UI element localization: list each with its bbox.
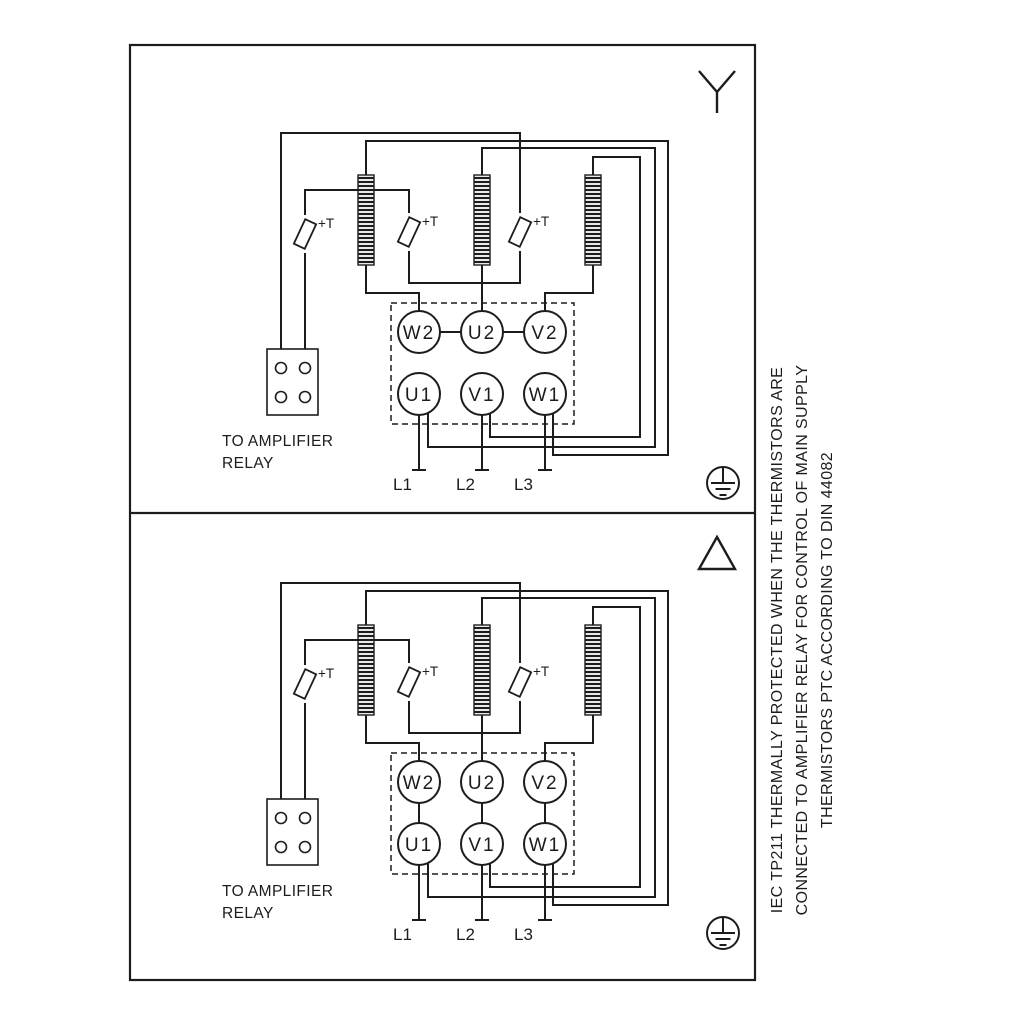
- side-note-line-3: THERMISTORS PTC ACCORDING TO DIN 44082: [819, 452, 836, 828]
- side-note-line-1: IEC TP211 THERMALLY PROTECTED WHEN THE T…: [769, 367, 786, 913]
- terminal-label-v1: V1: [468, 385, 495, 406]
- terminal-label-u2: U2: [468, 323, 496, 344]
- panel-star: W2 U2 V2 U1 V1 W1 +T +T +T L1 L2 L3 TO A…: [222, 70, 740, 500]
- panel-wiring: [266, 132, 740, 500]
- thermistor-label: +T: [533, 214, 549, 229]
- thermistor-label: +T: [422, 214, 438, 229]
- thermistor-label: +T: [318, 666, 334, 681]
- supply-label-l1: L1: [393, 925, 412, 944]
- star-connection-icon: [698, 70, 736, 113]
- terminal-label-v2: V2: [531, 323, 558, 344]
- terminal-label-v2: V2: [531, 773, 558, 794]
- relay-caption-line1: TO AMPLIFIER: [222, 883, 333, 900]
- thermistor-label: +T: [318, 216, 334, 231]
- thermistor-label: +T: [533, 664, 549, 679]
- relay-caption-line2: RELAY: [222, 455, 274, 472]
- terminal-label-w1: W1: [529, 385, 562, 406]
- terminal-label-w1: W1: [529, 835, 562, 856]
- side-note: IEC TP211 THERMALLY PROTECTED WHEN THE T…: [769, 365, 836, 916]
- delta-link: [418, 803, 546, 823]
- panel-wiring: [266, 582, 740, 950]
- terminal-label-w2: W2: [403, 773, 436, 794]
- side-note-line-2: CONNECTED TO AMPLIFIER RELAY FOR CONTROL…: [794, 365, 811, 916]
- terminal-label-v1: V1: [468, 835, 495, 856]
- terminal-label-w2: W2: [403, 323, 436, 344]
- terminal-label-u1: U1: [405, 835, 433, 856]
- supply-label-l2: L2: [456, 475, 475, 494]
- panel-delta: W2 U2 V2 U1 V1 W1 +T +T +T L1 L2 L3 TO A…: [222, 534, 740, 950]
- thermistor-label: +T: [422, 664, 438, 679]
- supply-label-l3: L3: [514, 925, 533, 944]
- relay-caption-line2: RELAY: [222, 905, 274, 922]
- supply-label-l1: L1: [393, 475, 412, 494]
- terminal-label-u2: U2: [468, 773, 496, 794]
- delta-connection-icon: [696, 534, 738, 571]
- terminal-label-u1: U1: [405, 385, 433, 406]
- relay-caption-line1: TO AMPLIFIER: [222, 433, 333, 450]
- supply-label-l3: L3: [514, 475, 533, 494]
- supply-label-l2: L2: [456, 925, 475, 944]
